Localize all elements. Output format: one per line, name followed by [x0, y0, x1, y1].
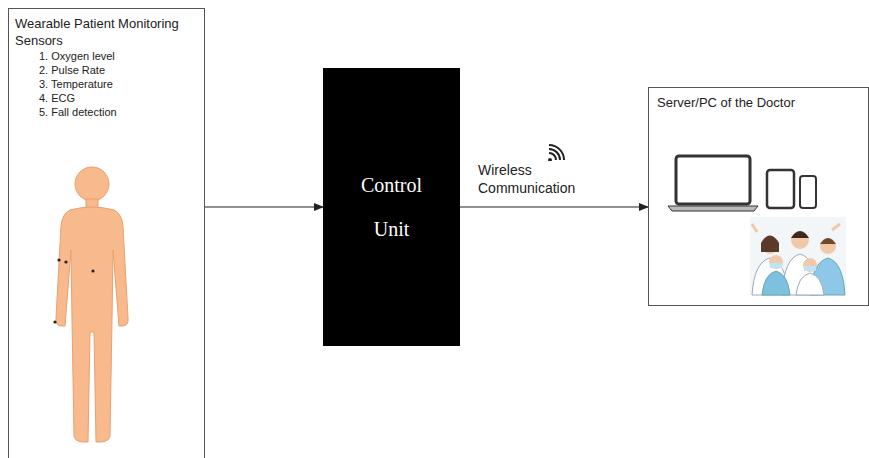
list-item: 4. ECG [15, 91, 198, 105]
laptop-icon [668, 156, 758, 211]
patient-figure [56, 167, 128, 442]
sensor-dots [53, 258, 94, 323]
tablet-icon [767, 170, 794, 208]
node-text: Wearable Patient Monitoring Sensors [15, 15, 198, 49]
sensor-panel: Wearable Patient Monitoring Sensors1. Ox… [8, 8, 205, 458]
edge-label: Wireless Communication [478, 161, 588, 197]
arrow-connector [205, 206, 323, 207]
server-panel: Server/PC of the Doctor [648, 87, 869, 306]
node-text: Control Unit [347, 163, 437, 251]
node-text: Server/PC of the Doctor [657, 94, 860, 111]
list-item: 5. Fall detection [15, 105, 198, 119]
list-item: 1. Oxygen level [15, 49, 198, 63]
wireless-icon [548, 145, 564, 162]
list-item: 3. Temperature [15, 77, 198, 91]
control-unit-box: Control Unit [323, 68, 460, 346]
list-item: 2. Pulse Rate [15, 63, 198, 77]
doctors-group [750, 217, 846, 295]
phone-icon [800, 176, 816, 208]
arrow-connector [460, 206, 648, 207]
